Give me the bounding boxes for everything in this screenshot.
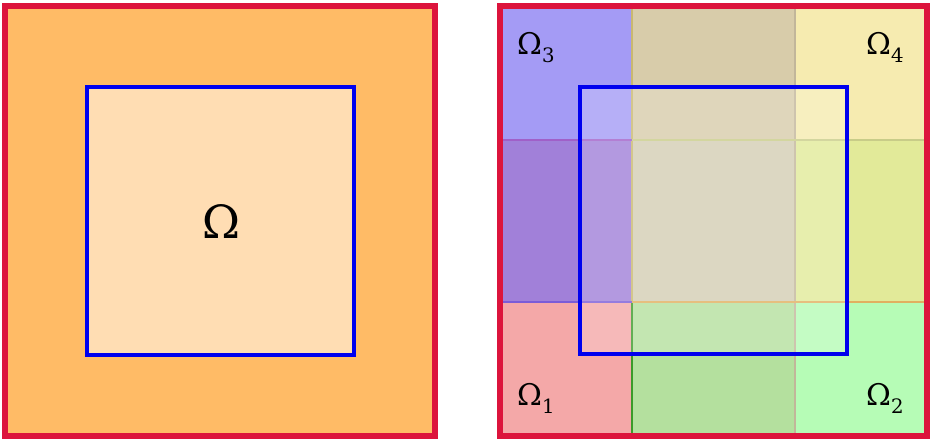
label-omega-2: Ω2 [866,378,904,418]
left-inner-domain [87,87,354,355]
left-inner-border [85,85,356,357]
omega-2-index: 2 [891,394,904,418]
omega-1-index: 1 [542,394,555,418]
omega-3-index: 3 [542,43,555,67]
cell-center [632,140,795,302]
label-omega-1: Ω1 [517,378,555,418]
cell-bottom-left [500,302,632,436]
label-omega-3: Ω3 [517,27,555,67]
omega-4-symbol: Ω [866,27,891,62]
omega-4-index: 4 [891,43,904,67]
cell-top-right [795,6,927,140]
cell-mid-right [795,140,927,302]
cell-top-middle [632,6,795,140]
omega-2-symbol: Ω [866,378,891,413]
left-panel: Ω [2,3,438,439]
subdomain-boundaries [500,6,927,436]
omega-1-symbol: Ω [517,378,542,413]
cell-bottom-middle [632,302,795,436]
omega-3-symbol: Ω [517,27,542,62]
right-inner-border [578,85,849,356]
left-outer-border [2,3,438,439]
cell-mid-left [500,140,632,302]
right-panel: Ω3 Ω4 Ω1 Ω2 [497,3,930,439]
right-inner-overlay [580,87,847,354]
label-omega-4: Ω4 [866,27,904,67]
cell-bottom-right [795,302,927,436]
cell-top-left [500,6,632,140]
right-outer-border [497,3,930,439]
omega-label: Ω [202,195,240,249]
